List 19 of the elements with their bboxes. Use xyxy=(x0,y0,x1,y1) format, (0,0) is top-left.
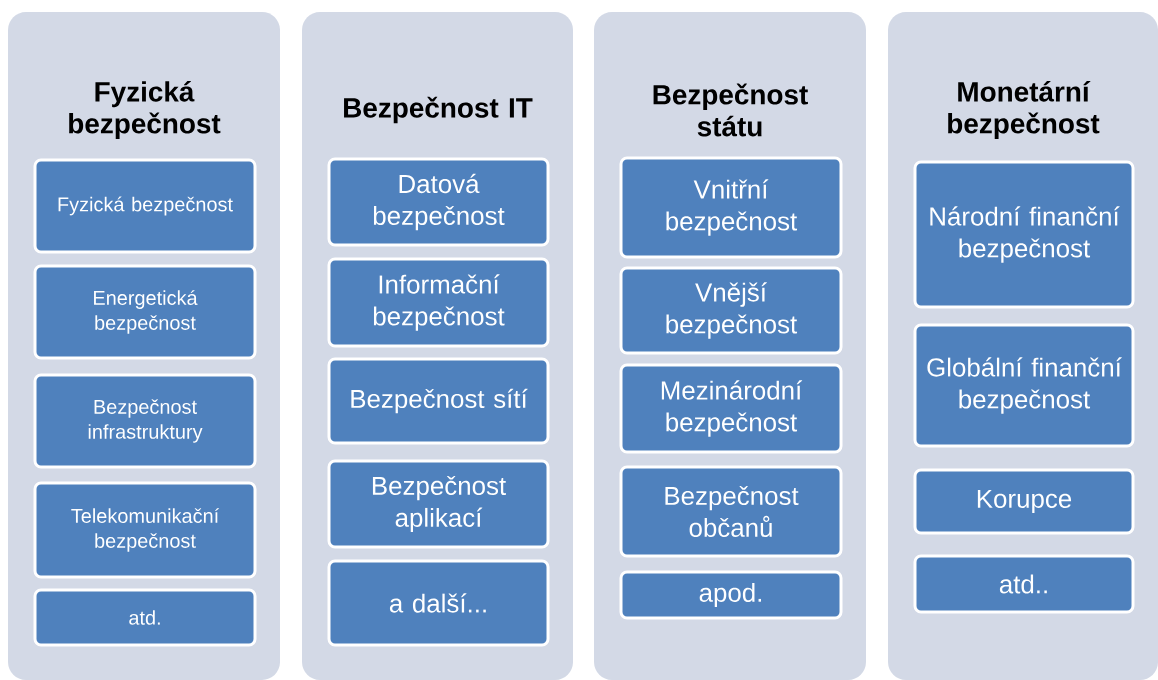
category-box: Bezpečnost aplikací xyxy=(327,459,550,549)
category-box: a další... xyxy=(327,559,550,647)
category-box: Fyzická bezpečnost xyxy=(33,158,257,254)
category-box: Vnější bezpečnost xyxy=(619,266,843,355)
category-box: Vnitřní bezpečnost xyxy=(619,156,843,259)
category-box: apod. xyxy=(619,570,843,620)
category-box: Bezpečnost občanů xyxy=(619,465,843,558)
category-box: Telekomunikační bezpečnost xyxy=(33,481,257,579)
category-box: Bezpečnost infrastruktury xyxy=(33,373,257,469)
category-box: Národní finanční bezpečnost xyxy=(913,160,1135,309)
category-box: Globální finanční bezpečnost xyxy=(913,323,1135,448)
category-box: Datová bezpečnost xyxy=(327,157,550,247)
category-box: Informační bezpečnost xyxy=(327,257,550,348)
category-box: Bezpečnost sítí xyxy=(327,357,550,445)
category-box: Energetická bezpečnost xyxy=(33,264,257,360)
category-box: atd. xyxy=(33,588,257,647)
category-box: atd.. xyxy=(913,554,1135,614)
category-box: Mezinárodní bezpečnost xyxy=(619,363,843,454)
category-box: Korupce xyxy=(913,468,1135,535)
